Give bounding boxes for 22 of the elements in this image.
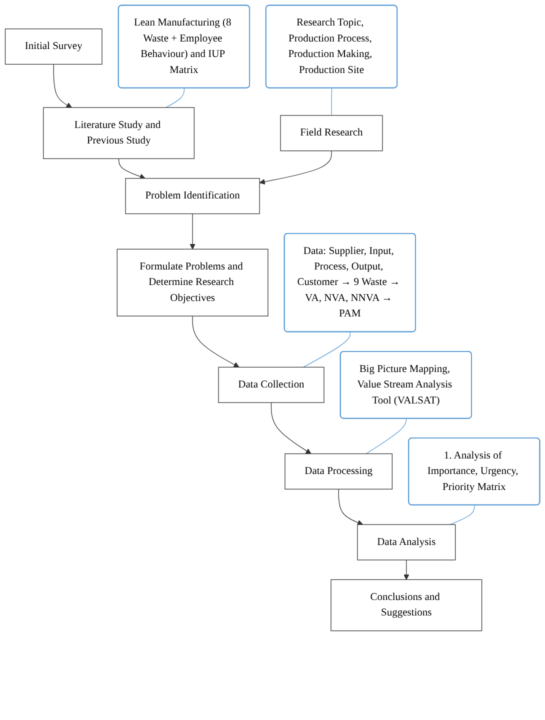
arrow	[338, 488, 364, 526]
arrow	[259, 150, 332, 185]
node-box: Data Processing	[284, 453, 393, 490]
node-box: Formulate Problems and Determine Research Objectives	[116, 248, 268, 316]
node-box: Data Collection	[218, 366, 324, 403]
arrow	[190, 213, 196, 250]
arrow	[53, 64, 72, 108]
connector	[303, 332, 351, 368]
node-box: Conclusions and Suggestions	[330, 579, 482, 632]
arrow	[404, 560, 410, 580]
node-box: Initial Survey	[4, 28, 102, 65]
arrow	[192, 316, 240, 368]
connector	[166, 88, 185, 108]
node-box: Problem Identification	[125, 178, 260, 214]
arrow	[118, 158, 146, 180]
connector	[450, 504, 475, 525]
node-box: Data Analysis	[357, 524, 456, 560]
arrow	[270, 402, 312, 454]
connector	[331, 88, 332, 116]
node-box: Field Research	[280, 115, 383, 152]
connector	[366, 418, 407, 454]
node-box: Literature Study and Previous Study	[43, 107, 195, 160]
